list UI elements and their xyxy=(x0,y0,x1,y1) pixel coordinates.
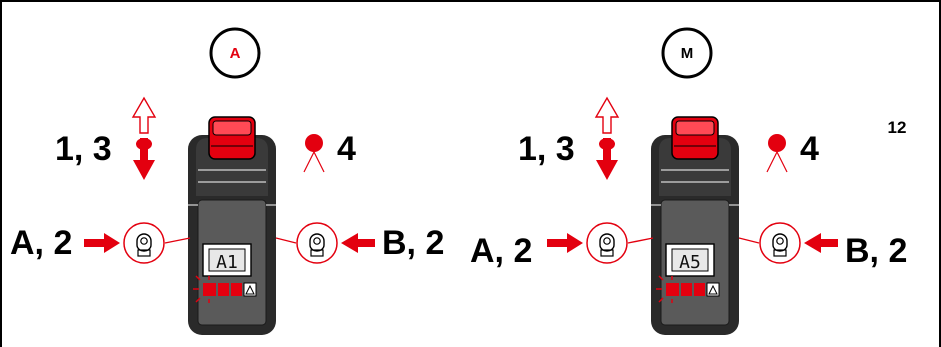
device-illustration xyxy=(84,98,375,335)
figure-number: 12 xyxy=(888,118,907,137)
label-indicator: 4 xyxy=(337,130,356,168)
mode-badge: M xyxy=(661,27,713,79)
label-up-down: 1, 3 xyxy=(55,130,112,168)
device-illustration xyxy=(547,98,838,335)
mode-badge-letter: A xyxy=(230,45,241,62)
label-right-button: B, 2 xyxy=(845,232,907,270)
mode-badge: A xyxy=(209,27,261,79)
label-up-down: 1, 3 xyxy=(518,130,575,168)
label-right-button: B, 2 xyxy=(382,224,444,262)
lcd-display-text: A1 xyxy=(216,252,238,273)
label-indicator: 4 xyxy=(800,130,819,168)
label-left-button: A, 2 xyxy=(10,224,72,262)
panel-automatic: A A1 1, 3 4 A, 2 B, 2 xyxy=(10,27,444,335)
mode-badge-letter: M xyxy=(681,45,694,62)
panel-manual: M A5 1, 3 4 A, 2 B, 2 xyxy=(470,27,907,335)
label-left-button: A, 2 xyxy=(470,232,532,270)
lcd-display-text: A5 xyxy=(679,252,701,273)
